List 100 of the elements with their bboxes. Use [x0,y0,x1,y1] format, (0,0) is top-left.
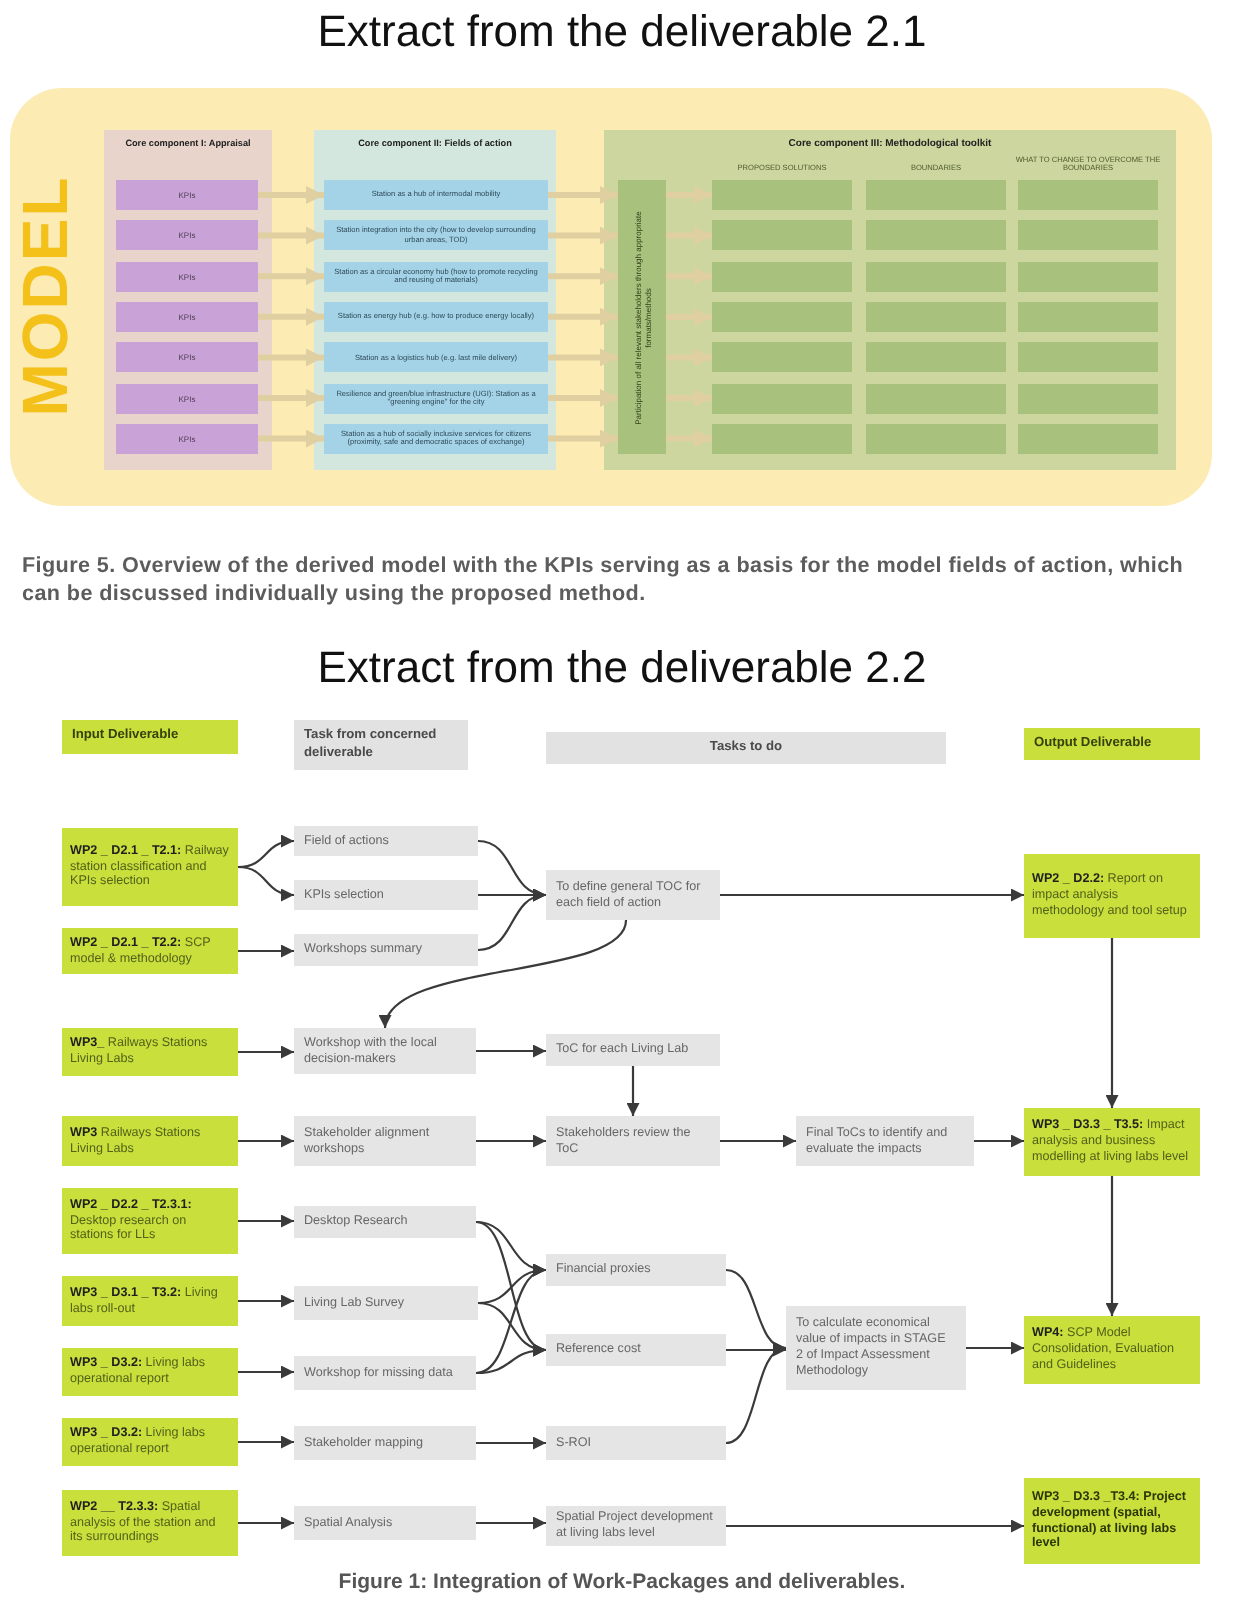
task-box [294,1206,476,1238]
arrow [476,1044,546,1058]
task-box [786,1306,966,1390]
arrow [720,1134,796,1148]
arrow [666,308,712,326]
arrow [666,226,712,245]
kpi-box [116,383,258,413]
field-box [324,301,548,332]
arrow [666,348,712,367]
deliverable-box [62,1276,238,1326]
task-box [546,1334,726,1366]
field-box [324,261,548,292]
field-box [324,342,548,373]
kpi-box [116,301,258,332]
arrow [548,267,618,286]
arrow [974,1134,1024,1148]
arrow [382,919,628,1029]
empty-box [1018,301,1158,332]
empty-box [1018,220,1158,251]
arrow [548,307,618,326]
diagram-title: Extract from the deliverable 2.1 [317,6,927,56]
task-box [294,1356,476,1390]
arrow [626,1066,640,1116]
empty-box [712,383,852,413]
empty-box [866,383,1006,413]
deliverable-box [62,1490,238,1556]
section-title: Extract from the deliverable 2.2 [317,642,927,692]
deliverable-box [1024,1316,1200,1384]
arrow [238,1365,294,1379]
empty-box [866,342,1006,373]
kpi-box [116,180,258,210]
task-box [294,880,478,910]
deliverable-box [62,1418,238,1466]
arrow [1105,938,1119,1108]
empty-box [712,180,852,210]
task-box [294,1116,476,1166]
kpi-box [116,220,258,251]
task-box [546,1426,726,1460]
task-box [546,1034,720,1066]
empty-box [866,220,1006,251]
arrow [258,429,324,448]
empty-box [866,301,1006,332]
field-box [324,180,548,210]
participation-box [618,180,666,454]
arrow [476,1134,546,1148]
empty-box [712,301,852,332]
arrow [666,267,712,286]
arrow [477,890,547,952]
arrow [238,1294,294,1308]
empty-box [866,423,1006,454]
kpi-box [116,261,258,292]
arrow [238,1435,294,1449]
arrow [238,1516,294,1530]
task-box [294,1426,476,1460]
task-box [546,870,720,920]
task-box [546,1116,720,1166]
arrow [238,1045,294,1059]
arrow [475,1344,547,1375]
arrow [475,1266,547,1375]
task-box [294,826,478,856]
field-box [324,220,548,251]
field-box [324,383,548,413]
component-panel [604,130,1176,470]
empty-box [1018,383,1158,413]
empty-box [1018,342,1158,373]
header-box [294,720,468,770]
deliverable-box [1024,1478,1200,1564]
empty-box [712,261,852,292]
arrow [548,348,618,367]
component-panel [314,130,556,470]
arrow [1105,1176,1119,1316]
task-box [294,934,478,966]
deliverable-box [1024,854,1200,938]
deliverable-box [1024,1108,1200,1176]
empty-box [1018,261,1158,292]
task-box [546,1254,726,1286]
arrow [548,389,618,407]
arrow [237,865,295,901]
arrow [726,1519,1024,1533]
model-panel [10,88,1212,506]
arrow [258,389,324,407]
arrow [476,1436,546,1450]
arrow [238,1214,294,1228]
arrow [666,186,712,204]
arrow [548,226,618,245]
empty-box [866,261,1006,292]
task-box [294,1028,476,1074]
arrow [720,888,1024,902]
arrow [548,429,618,448]
arrow [258,267,324,286]
task-box [546,1506,726,1546]
header-box [1024,728,1200,760]
deliverable-box [62,1348,238,1396]
deliverable-box [62,1116,238,1166]
kpi-box [116,342,258,373]
arrow [238,1134,294,1148]
header-box [546,732,946,764]
arrow [258,186,324,204]
arrow [476,1516,546,1530]
empty-box [1018,423,1158,454]
